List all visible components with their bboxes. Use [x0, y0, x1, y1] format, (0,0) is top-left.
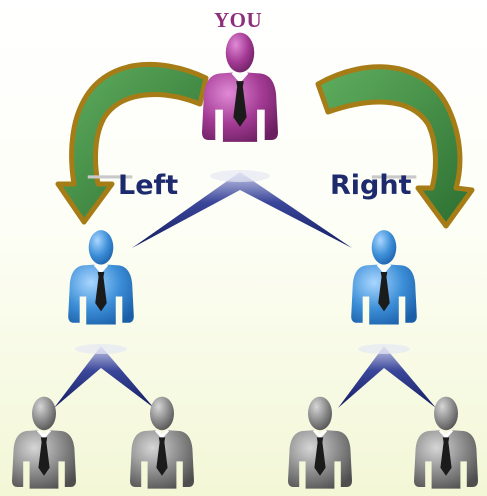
right-person-icon [351, 230, 417, 325]
left-person-icon [68, 230, 134, 325]
you-person-icon [202, 32, 278, 142]
ghost-text-left: ▔▔▔ [88, 177, 132, 199]
connector-right-branch [338, 344, 436, 408]
left-right-person-icon [130, 396, 194, 489]
right-right-person-icon [414, 396, 478, 489]
right-label: Right [330, 170, 412, 201]
you-label: YOU [214, 8, 263, 32]
right-left-person-icon [288, 396, 352, 489]
left-label: Left [118, 170, 179, 201]
ghost-text-right: ▔▔▔ [372, 177, 416, 199]
left-curved-arrow [55, 61, 209, 225]
left-left-person-icon [12, 396, 76, 489]
connector-top [132, 170, 352, 248]
right-curved-arrow [315, 64, 475, 229]
connector-left-branch [54, 344, 154, 408]
